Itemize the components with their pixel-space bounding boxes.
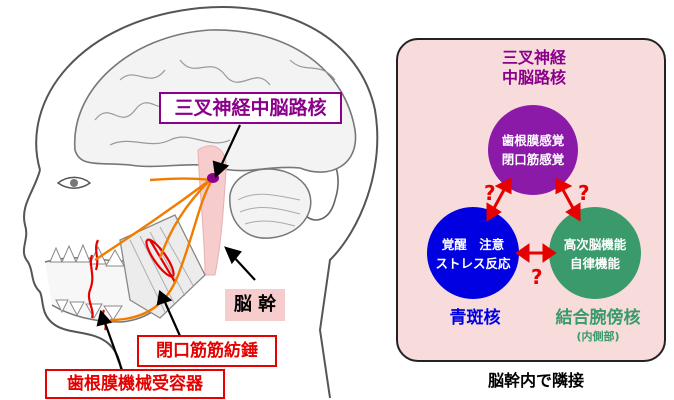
right-name: 結合腕傍核 <box>555 308 641 328</box>
receptor-label: 歯根膜機械受容器 <box>45 369 225 399</box>
double-arrows <box>486 177 581 263</box>
panel-caption: 脳幹内で隣接 <box>487 371 584 390</box>
question-mark-bottom: ? <box>531 265 543 289</box>
spindle-label: 閉口筋筋紡錘 <box>137 335 277 367</box>
panel-title-line2: 中脳路核 <box>501 68 566 87</box>
head-outline <box>35 6 379 399</box>
masseter-muscle <box>119 214 206 319</box>
nucleus-label: 三叉神経中脳路核 <box>159 92 342 124</box>
face-profile <box>22 169 126 399</box>
panel-title-line1: 三叉神経 <box>501 48 566 67</box>
top-circle <box>488 105 578 195</box>
brainstem-label: 脳 幹 <box>225 289 285 321</box>
right-subname: (内側部) <box>576 330 620 343</box>
right-circle <box>549 207 641 299</box>
cerebellum <box>229 168 312 239</box>
left-circle <box>427 207 519 299</box>
red-nerves <box>87 238 176 331</box>
left-circle-line1: 覚醒 注意 <box>441 237 505 252</box>
top-circle-line1: 歯根膜感覚 <box>501 133 565 148</box>
question-mark-right: ? <box>578 181 590 205</box>
callout-arrows <box>96 124 256 371</box>
question-mark-left: ? <box>484 181 496 205</box>
orange-pathways <box>94 177 214 322</box>
relationship-panel <box>396 38 666 362</box>
right-circle-line2: 自律機能 <box>569 256 620 271</box>
left-circle-line2: ストレス反応 <box>435 256 511 271</box>
teeth <box>49 243 125 321</box>
right-circle-line1: 高次脳機能 <box>563 237 627 252</box>
left-name: 青斑核 <box>449 308 501 328</box>
top-circle-line2: 閉口筋感覚 <box>501 152 565 167</box>
